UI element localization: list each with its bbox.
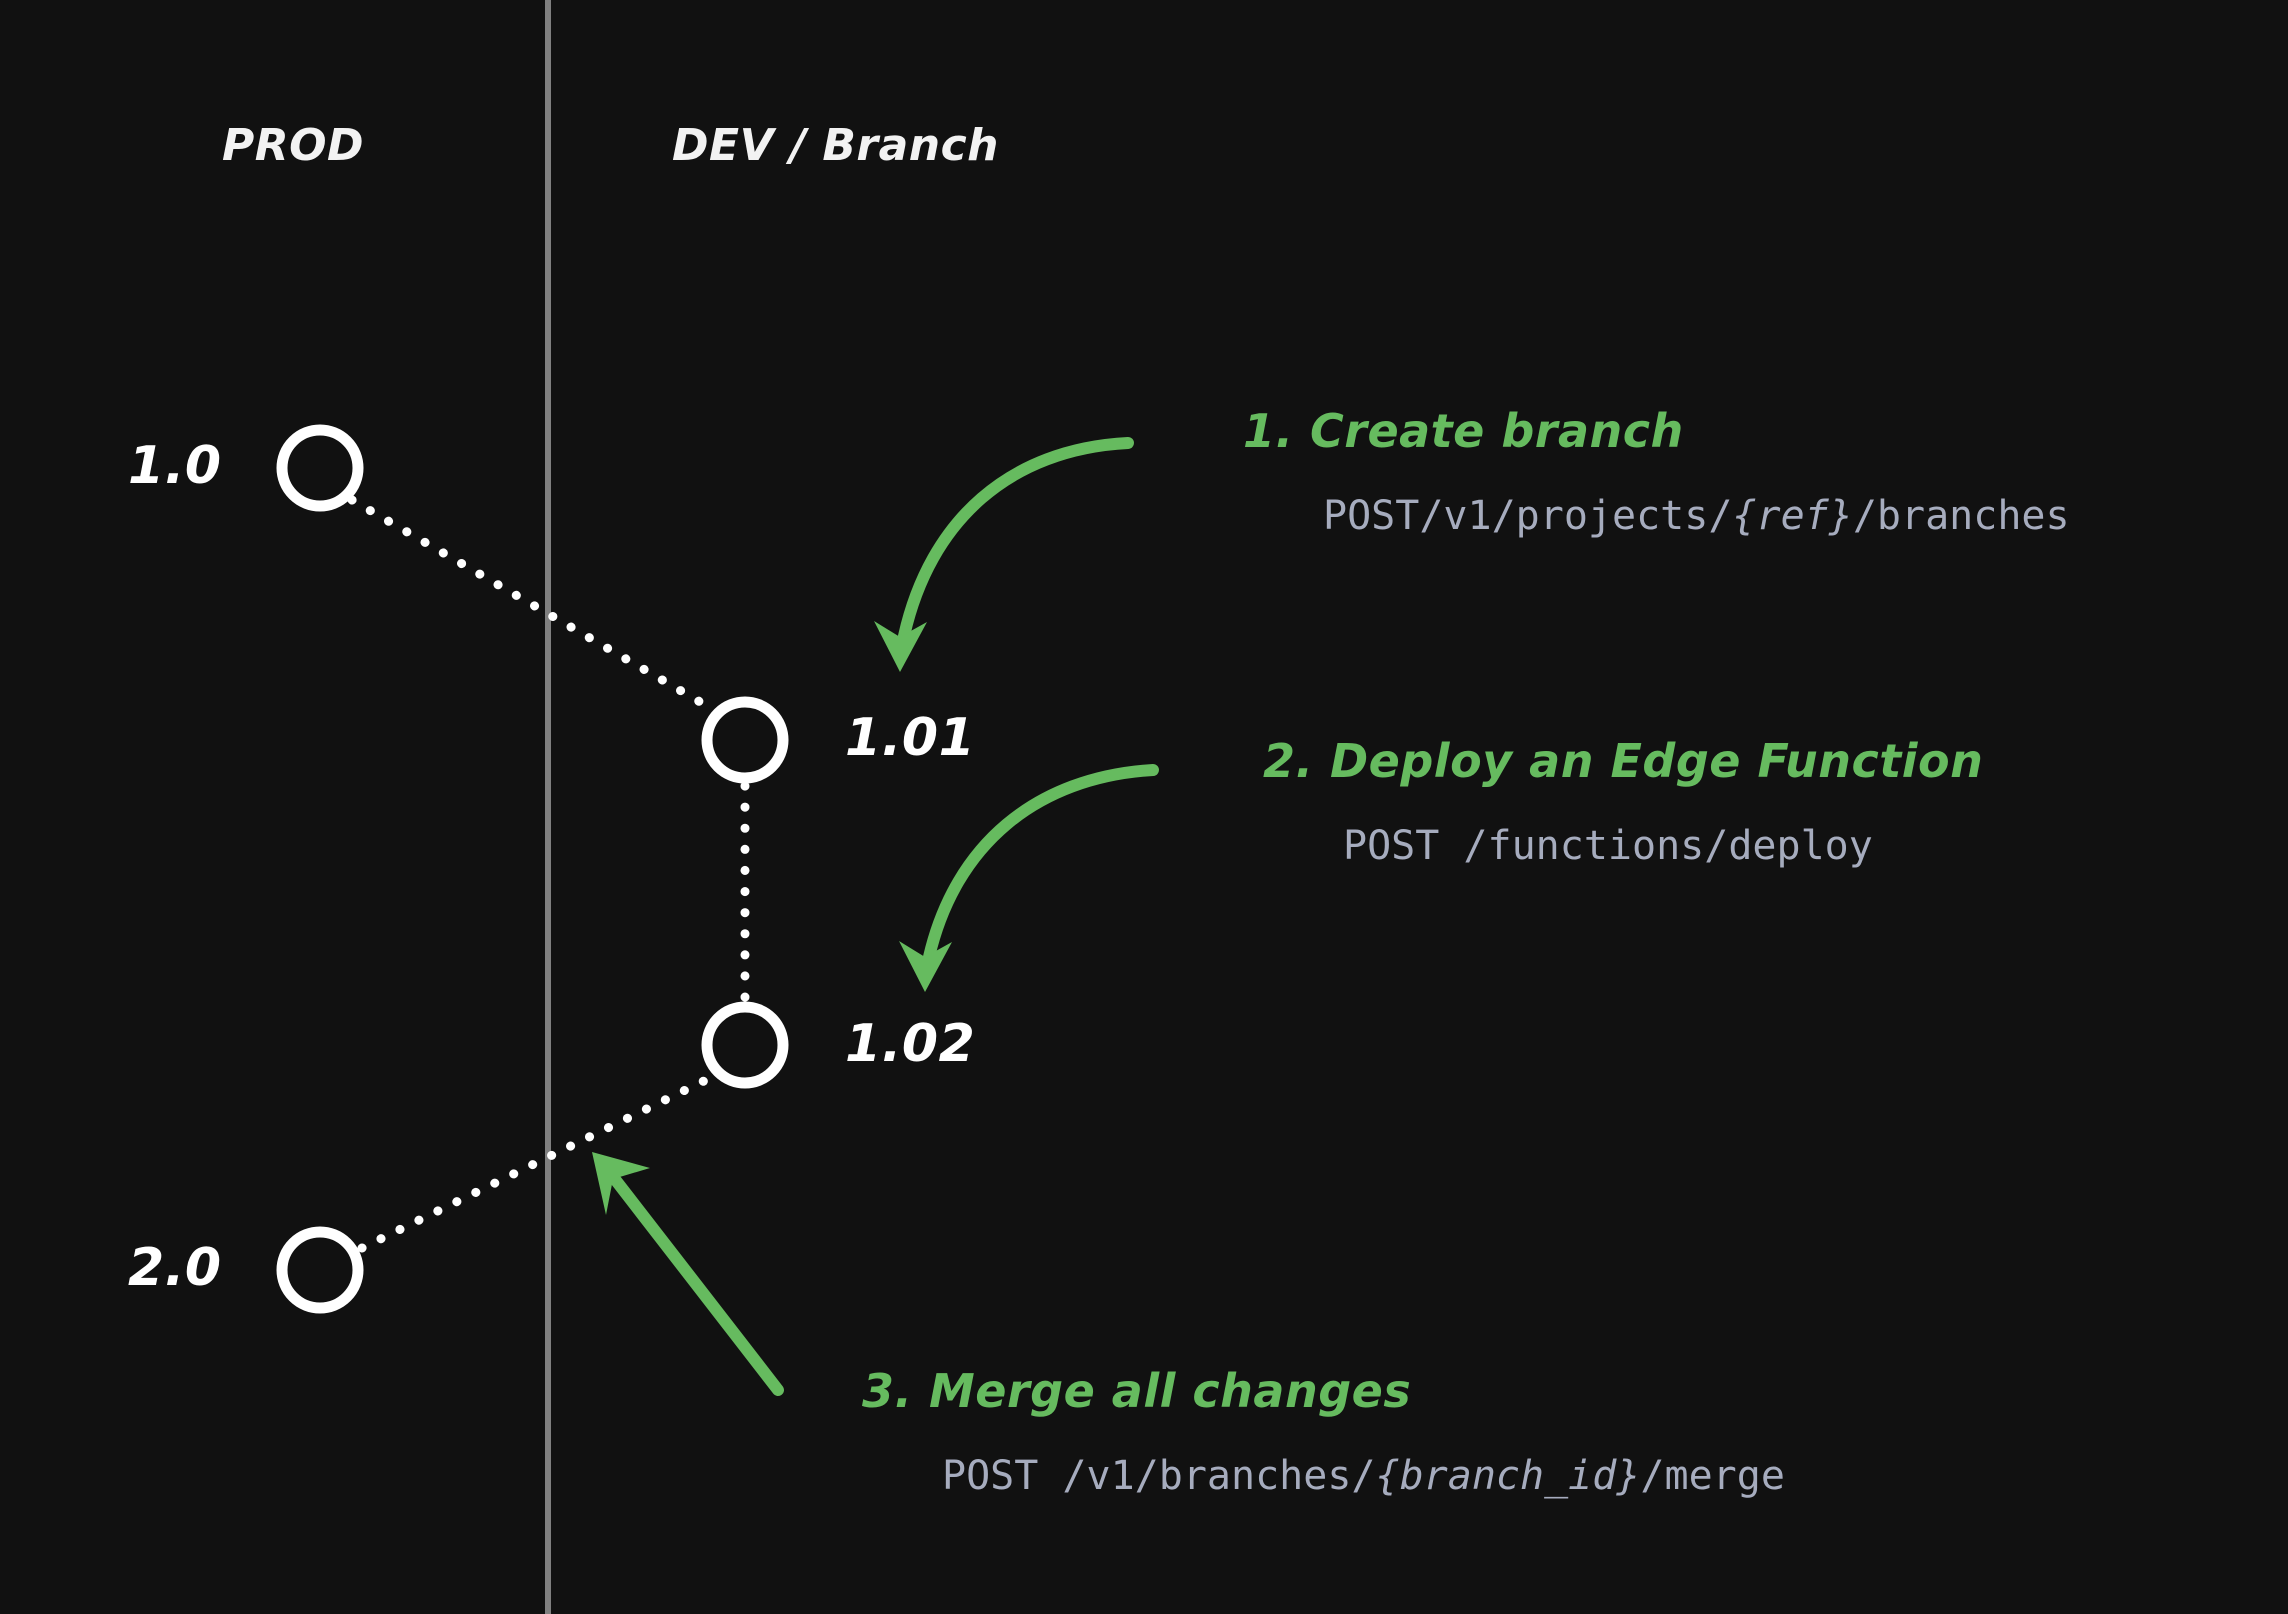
endpoint-path-param: {branch_id} (1375, 1453, 1641, 1499)
column-header-prod: PROD (222, 120, 365, 171)
annotation-title-1: 1. Create branch (1243, 404, 1684, 458)
endpoint-path-param: {ref} (1732, 493, 1853, 539)
node-label-1-0: 1.0 (128, 436, 222, 496)
endpoint-path-prefix: /v1/projects/ (1419, 493, 1733, 539)
annotation-title-3: 3. Merge all changes (862, 1364, 1412, 1418)
column-header-dev: DEV / Branch (672, 120, 999, 171)
http-method: POST (942, 1453, 1039, 1499)
annotation-merge-all-changes: 3. Merge all changes POST /v1/branches/{… (862, 1368, 1785, 1496)
node-label-1-02: 1.02 (845, 1014, 976, 1074)
annotation-endpoint-1: POST/v1/projects/{ref}/branches (1323, 496, 2070, 536)
endpoint-path-prefix: /functions/deploy (1463, 823, 1873, 869)
endpoint-path-suffix: /merge (1640, 1453, 1785, 1499)
annotation-endpoint-2: POST /functions/deploy (1343, 826, 1983, 866)
endpoint-path-suffix: /branches (1852, 493, 2070, 539)
http-method: POST (1343, 823, 1440, 869)
http-method: POST (1323, 493, 1420, 539)
endpoint-separator (1038, 1453, 1062, 1499)
annotation-create-branch: 1. Create branch POST/v1/projects/{ref}/… (1243, 408, 2070, 536)
endpoint-path-prefix: /v1/branches/ (1062, 1453, 1376, 1499)
node-label-2-0: 2.0 (128, 1238, 222, 1298)
annotation-deploy-edge-function: 2. Deploy an Edge Function POST /functio… (1263, 738, 1983, 866)
annotation-title-2: 2. Deploy an Edge Function (1263, 734, 1984, 788)
node-label-1-01: 1.01 (845, 708, 976, 768)
endpoint-separator (1439, 823, 1463, 869)
annotation-endpoint-3: POST /v1/branches/{branch_id}/merge (942, 1456, 1785, 1496)
